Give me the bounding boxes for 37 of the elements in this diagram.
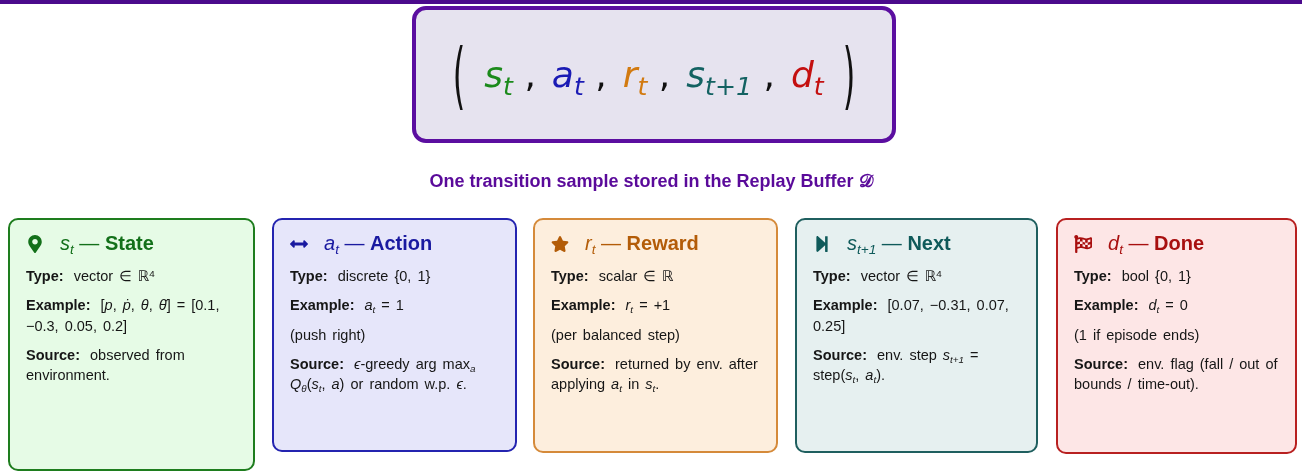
field-text: Source: ϵ-greedy arg max$_{a}$ Q$_{θ}$(s$_{t}$, a) or random w.p. ϵ. [290,354,477,395]
formula-box [412,6,896,143]
field-text: Type: scalar ∈ ℝ [551,267,675,286]
field-text: (per balanced step) [551,325,681,345]
field-text: Source: env. flag (fall / out of bounds / time-out). [1074,354,1279,395]
field-text: Example: [0.07, −0.31, 0.07, 0.25] [813,296,1010,336]
card-heading: s$_{t}$ — State [60,232,154,255]
math-term: a$_{t}$ , [551,52,607,97]
caption: One transition sample stored in the Replay Buffer 𝒟 [429,171,873,191]
parenthesis: ) [842,37,855,112]
field-text: Source: env. step s$_{t+1}$ = step(s$_{t}$, a$_{t}$). [813,345,980,386]
field-text: Example: r$_{t}$ = +1 [551,296,672,316]
info-card [533,218,778,453]
math-term: d$_{t}$ [790,52,824,97]
field-text: (push right) [290,325,367,345]
field-text: Example: [p, ṗ, θ, θ̇] = [0.1, −0.3, 0.05, 0.2] [26,296,221,336]
field-text: Example: a$_{t}$ = 1 [290,296,405,316]
info-card [272,218,517,452]
field-text: Source: returned by env. after applying a$_{t}$ in s$_{t}$. [551,354,759,395]
field-text: Source: observed from environment. [26,345,186,386]
card-heading: s$_{t+1}$ — Next [847,232,951,255]
info-card [1056,218,1297,454]
field-text: Example: d$_{t}$ = 0 [1074,296,1189,316]
field-text: Type: bool {0, 1} [1074,267,1192,286]
math-term: s$_{t+1}$ , [686,52,775,97]
field-text: (1 if episode ends) [1074,325,1201,345]
field-text: Type: discrete {0, 1} [290,267,432,286]
math-term: r$_{t}$ , [622,52,671,97]
card-heading: r$_{t}$ — Reward [585,232,699,255]
card-heading: d$_{t}$ — Done [1108,232,1205,255]
card-heading: a$_{t}$ — Action [324,232,433,255]
info-card [795,218,1038,453]
info-card [8,218,255,471]
field-text: Type: vector ∈ ℝ$^{4}$ [26,266,156,286]
parenthesis: ( [453,37,466,112]
math-term: s$_{t}$ , [484,52,536,97]
field-text: Type: vector ∈ ℝ$^{4}$ [813,266,943,286]
